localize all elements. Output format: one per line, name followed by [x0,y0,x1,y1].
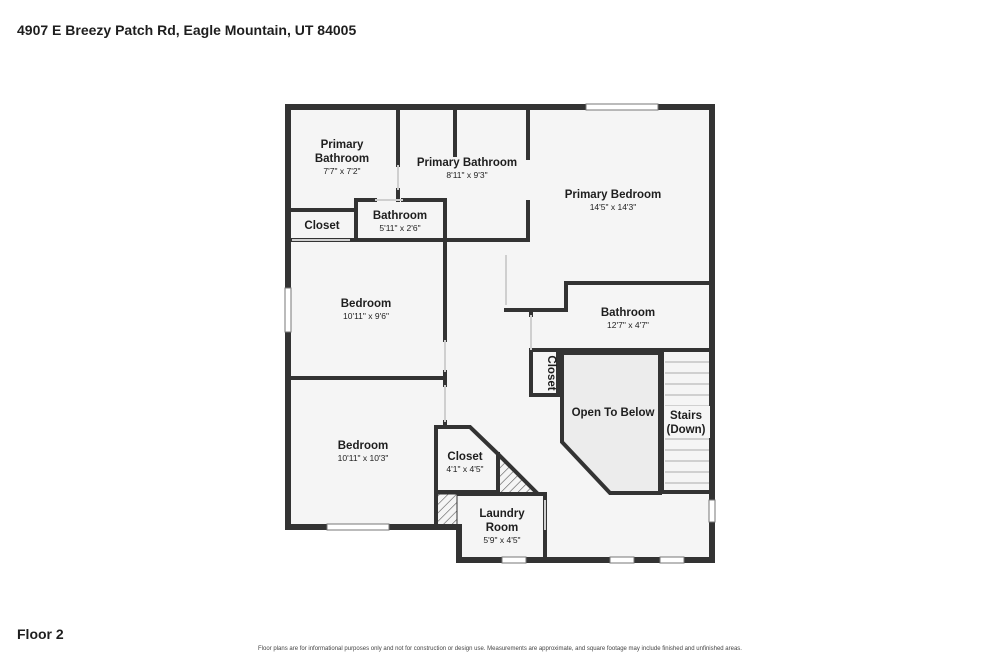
room-dimensions: 4'1" x 4'5" [446,464,483,474]
room-open-to-below: Open To Below [572,407,655,419]
room-laundry: Laundry Room 5'9" x 4'5" [479,508,525,545]
room-primary-bath-small: Primary Bathroom 7'7" x 7'2" [315,139,369,176]
room-dimensions: 10'11" x 9'6" [343,311,389,321]
room-name: Bathroom [373,210,427,222]
property-address: 4907 E Breezy Patch Rd, Eagle Mountain, … [17,22,357,38]
room-name: Stairs [670,410,702,422]
door-openings [292,165,546,530]
room-closet-center: Closet 4'1" x 4'5" [446,451,483,474]
room-name: (Down) [667,424,706,436]
room-dimensions: 8'11" x 9'3" [446,170,487,180]
room-primary-bath-large: Primary Bathroom 8'11" x 9'3" [417,157,517,180]
hatch-shaft-left [435,493,458,526]
room-bathroom-right: Bathroom 12'7" x 4'7" [601,307,655,330]
interior-walls [288,107,712,560]
room-dimensions: 5'9" x 4'5" [483,535,520,545]
disclaimer: Floor plans are for informational purpos… [258,646,742,652]
room-bedroom-upper: Bedroom 10'11" x 9'6" [341,298,391,321]
room-name: Primary Bathroom [417,157,517,169]
room-dimensions: 7'7" x 7'2" [323,166,360,176]
room-name: Open To Below [572,407,655,419]
windows [284,103,716,564]
room-closet-left: Closet [304,220,339,232]
room-dimensions: 12'7" x 4'7" [607,320,649,330]
room-stairs: Stairs (Down) [664,406,710,438]
room-name: Bedroom [341,298,391,310]
room-bedroom-lower: Bedroom 10'11" x 10'3" [338,440,389,463]
room-name: Bathroom [315,153,369,165]
room-name: Closet [304,220,339,232]
room-name: Room [486,522,519,534]
room-dimensions: 5'11" x 2'6" [379,223,420,233]
room-bathroom-small: Bathroom 5'11" x 2'6" [373,210,427,233]
room-closet-hall: Closet [545,355,557,390]
room-name: Primary Bedroom [565,189,662,201]
open-to-below-area [560,351,662,495]
room-name: Bedroom [338,440,388,452]
room-name: Closet [545,355,557,390]
room-primary-bedroom: Primary Bedroom 14'5" x 14'3" [565,189,662,212]
room-name: Primary [321,139,364,151]
room-name: Closet [447,451,482,463]
room-dimensions: 10'11" x 10'3" [338,453,389,463]
room-dimensions: 14'5" x 14'3" [590,202,637,212]
room-name: Bathroom [601,307,655,319]
room-name: Laundry [479,508,525,520]
floor-label: Floor 2 [17,626,64,642]
exterior-wall [285,104,715,563]
